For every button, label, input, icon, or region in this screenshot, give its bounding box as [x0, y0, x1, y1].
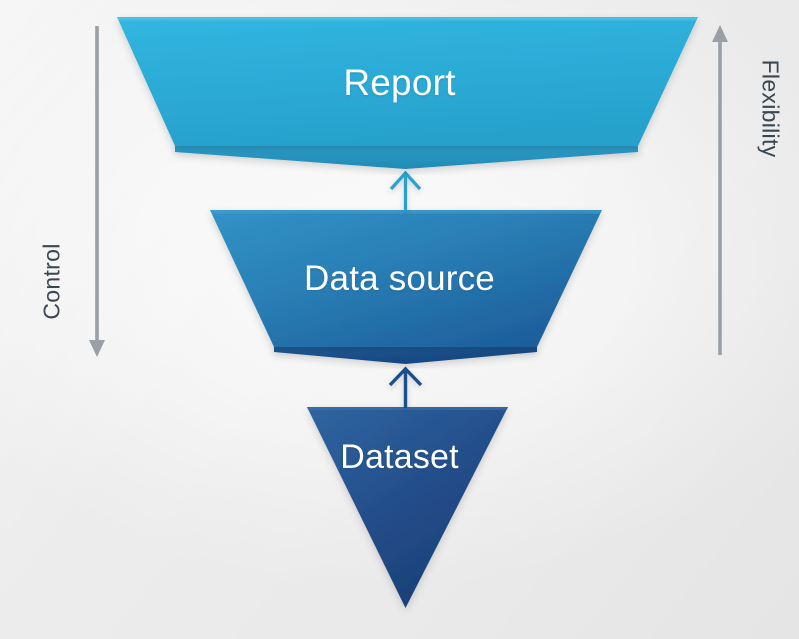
- report-trapezoid: [117, 17, 698, 146]
- data-source-top-highlight: [210, 210, 602, 214]
- axis-flexibility-arrow: [712, 25, 728, 355]
- report-top-highlight: [117, 17, 698, 21]
- data-source-trapezoid: [210, 210, 602, 347]
- arrow-dataset-to-datasource: [388, 366, 423, 408]
- dataset-triangle: [307, 407, 508, 608]
- report-fold: [175, 144, 638, 169]
- axis-control-arrow: [89, 26, 105, 357]
- layer-report[interactable]: [117, 17, 698, 169]
- layer-data-source[interactable]: [210, 210, 602, 364]
- layer-dataset[interactable]: [307, 407, 508, 608]
- dataset-top-highlight: [307, 407, 508, 410]
- data-source-fold: [274, 345, 537, 364]
- arrow-datasource-to-report: [389, 170, 422, 211]
